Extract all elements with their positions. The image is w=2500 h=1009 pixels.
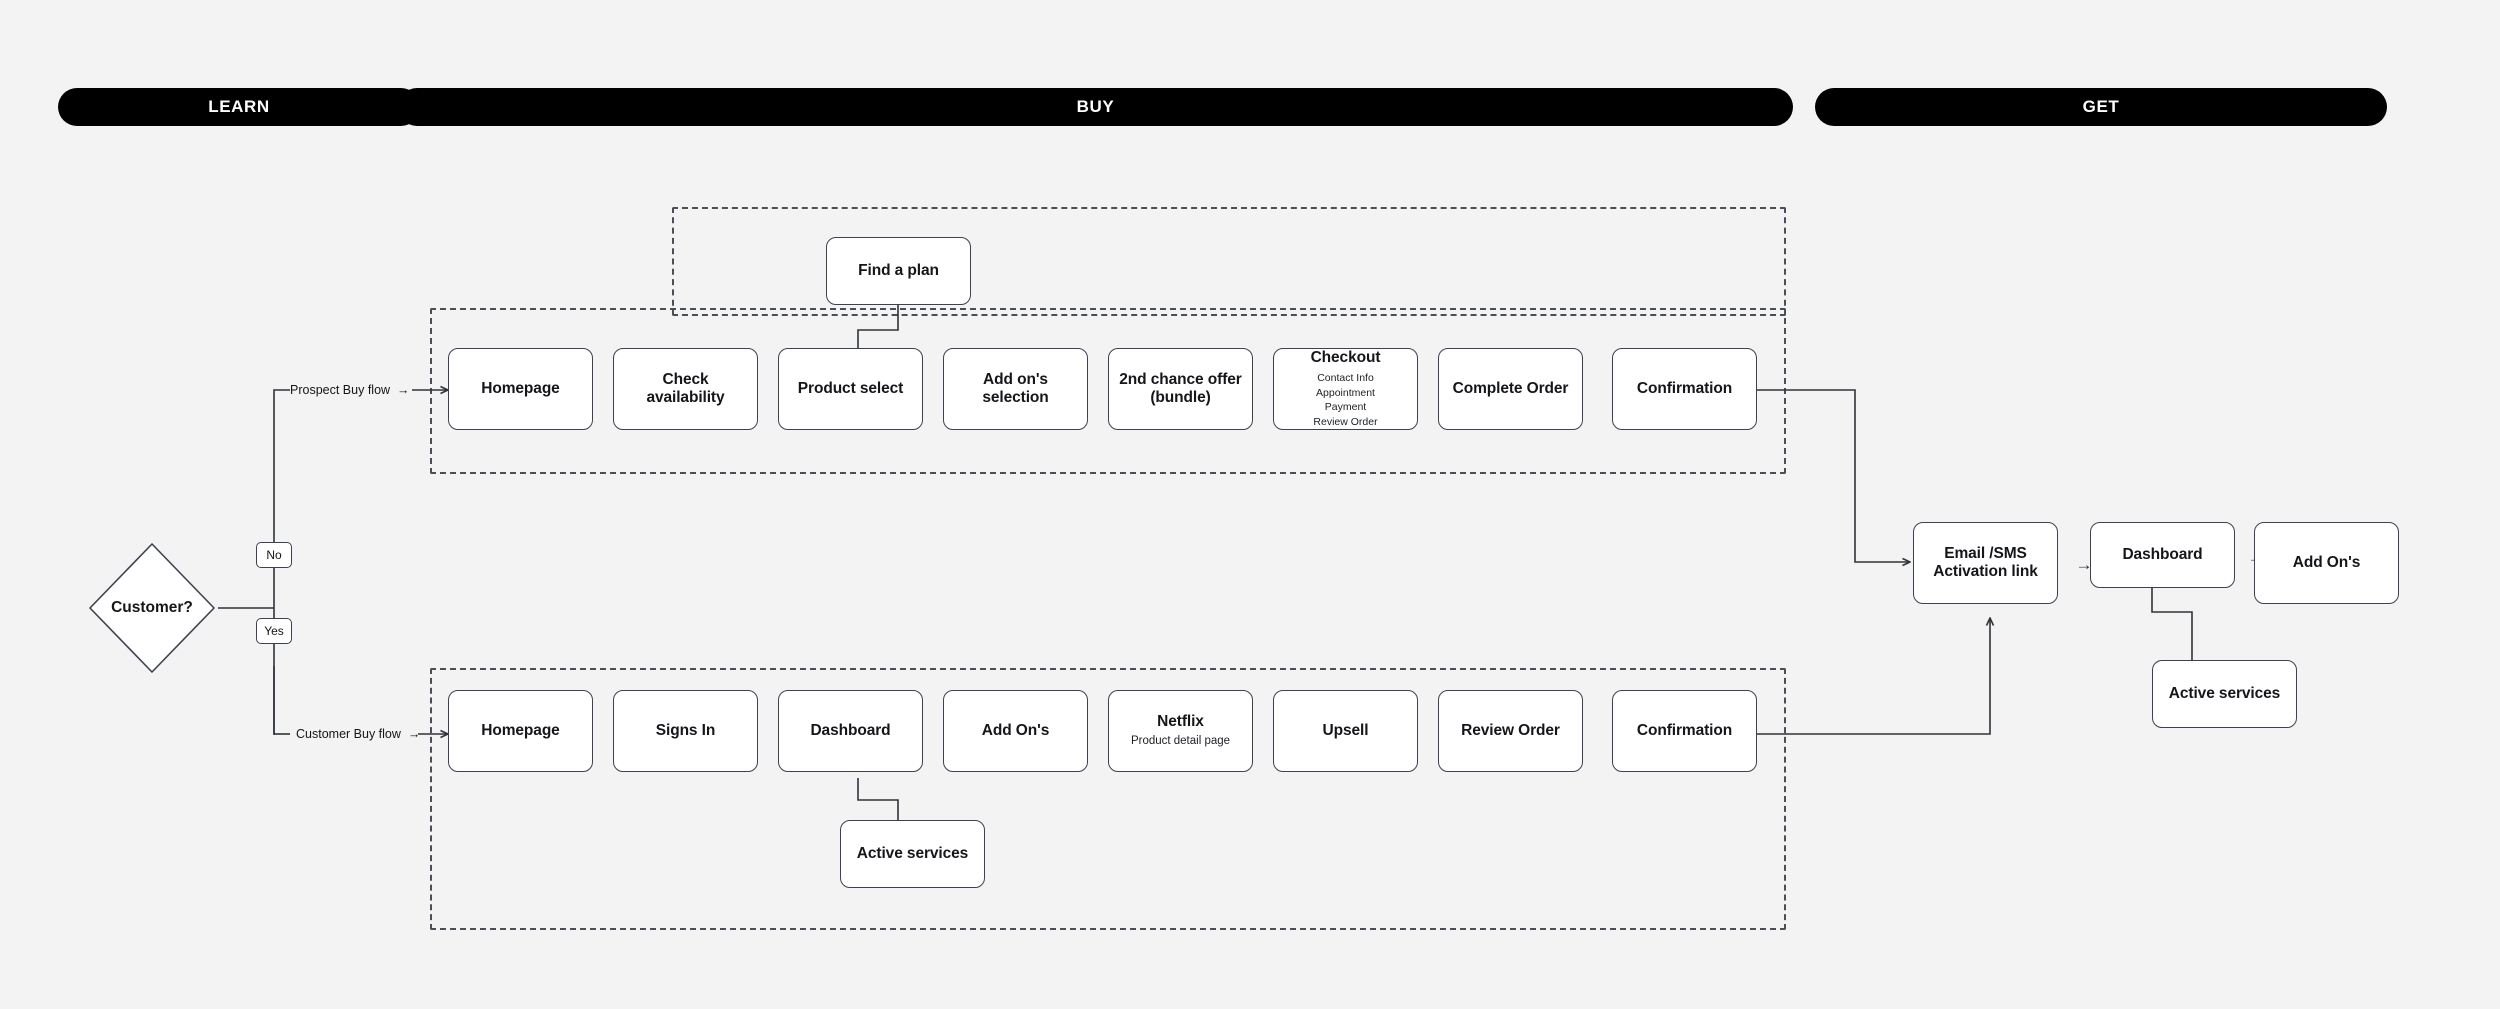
flow-label-customer-arrow-icon: → xyxy=(407,727,421,741)
node-prospect-2nd-chance-offer[interactable]: 2nd chance offer (bundle) xyxy=(1108,348,1253,430)
node-prospect-homepage[interactable]: Homepage xyxy=(448,348,593,430)
node-customer-upsell[interactable]: Upsell xyxy=(1273,690,1418,772)
checkout-item-payment: Payment xyxy=(1324,401,1367,414)
customer-buy-flow-region xyxy=(430,668,1786,930)
checkout-item-appointment: Appointment xyxy=(1316,386,1375,399)
node-customer-review-order-title: Review Order xyxy=(1461,721,1560,739)
node-get-add-ons[interactable]: Add On's xyxy=(2254,522,2399,604)
node-customer-dashboard-title: Dashboard xyxy=(810,721,891,739)
node-find-a-plan[interactable]: Find a plan xyxy=(826,237,971,305)
node-customer-add-ons-title: Add On's xyxy=(981,721,1050,739)
node-customer-confirmation[interactable]: Confirmation xyxy=(1612,690,1757,772)
node-customer-signs-in[interactable]: Signs In xyxy=(613,690,758,772)
node-prospect-add-ons-selection-title: Add on's selection xyxy=(982,370,1049,406)
phase-bar-buy[interactable]: BUY xyxy=(398,88,1793,126)
node-customer-add-ons[interactable]: Add On's xyxy=(943,690,1088,772)
node-prospect-product-select-title: Product select xyxy=(797,379,904,397)
node-prospect-check-availability-title: Check availability xyxy=(646,370,725,406)
node-customer-active-services[interactable]: Active services xyxy=(840,820,985,888)
node-prospect-confirmation-title: Confirmation xyxy=(1636,379,1733,397)
node-customer-upsell-title: Upsell xyxy=(1322,721,1369,739)
node-customer-confirmation-title: Confirmation xyxy=(1636,721,1733,739)
node-customer-netflix[interactable]: Netflix Product detail page xyxy=(1108,690,1253,772)
phase-bar-get-label: GET xyxy=(2082,97,2120,116)
node-customer-active-services-title: Active services xyxy=(856,844,969,862)
flow-label-prospect: Prospect Buy flow → xyxy=(290,381,410,399)
node-customer-signs-in-title: Signs In xyxy=(655,721,716,739)
branch-chip-yes[interactable]: Yes xyxy=(256,618,292,644)
decision-diamond-customer[interactable]: Customer? xyxy=(86,540,218,676)
node-prospect-check-availability[interactable]: Check availability xyxy=(613,348,758,430)
node-get-email-sms-activation-link-title: Email /SMS Activation link xyxy=(1933,544,2038,580)
node-prospect-2nd-chance-offer-title: 2nd chance offer (bundle) xyxy=(1119,370,1242,406)
branch-chip-no-label: No xyxy=(266,548,282,562)
branch-chip-no[interactable]: No xyxy=(256,542,292,568)
node-get-dashboard-title: Dashboard xyxy=(2122,545,2203,563)
node-customer-homepage[interactable]: Homepage xyxy=(448,690,593,772)
node-customer-netflix-subtitle: Product detail page xyxy=(1130,735,1231,748)
node-customer-homepage-title: Homepage xyxy=(481,721,560,739)
node-prospect-checkout-title: Checkout xyxy=(1310,348,1381,366)
phase-bar-learn-label: LEARN xyxy=(208,97,270,116)
flow-label-customer: Customer Buy flow → xyxy=(296,725,420,743)
node-customer-netflix-title: Netflix xyxy=(1157,712,1204,730)
node-get-add-ons-title: Add On's xyxy=(2292,553,2361,571)
flow-label-prospect-text: Prospect Buy flow xyxy=(290,383,391,397)
prospect-find-a-plan-region xyxy=(672,207,1786,316)
phase-bar-learn[interactable]: LEARN xyxy=(58,88,420,126)
node-customer-review-order[interactable]: Review Order xyxy=(1438,690,1583,772)
node-prospect-product-select[interactable]: Product select xyxy=(778,348,923,430)
arrow-get-1: → xyxy=(2075,554,2093,574)
node-get-active-services[interactable]: Active services xyxy=(2152,660,2297,728)
flow-label-prospect-arrow-icon: → xyxy=(397,383,410,397)
node-prospect-checkout[interactable]: Checkout Contact Info Appointment Paymen… xyxy=(1273,348,1418,430)
node-prospect-confirmation[interactable]: Confirmation xyxy=(1612,348,1757,430)
node-customer-dashboard[interactable]: Dashboard xyxy=(778,690,923,772)
node-find-a-plan-title: Find a plan xyxy=(858,261,939,279)
phase-bar-get[interactable]: GET xyxy=(1815,88,2387,126)
node-prospect-add-ons-selection[interactable]: Add on's selection xyxy=(943,348,1088,430)
node-get-active-services-title: Active services xyxy=(2168,684,2281,702)
node-get-dashboard[interactable]: Dashboard xyxy=(2090,522,2235,588)
branch-chip-yes-label: Yes xyxy=(264,624,284,638)
phase-bar-buy-label: BUY xyxy=(1076,97,1115,116)
checkout-item-review-order: Review Order xyxy=(1313,415,1378,428)
node-prospect-checkout-list: Contact Info Appointment Payment Review … xyxy=(1313,371,1377,429)
diamond-shape-icon xyxy=(89,543,215,673)
node-prospect-complete-order[interactable]: Complete Order xyxy=(1438,348,1583,430)
node-prospect-complete-order-title: Complete Order xyxy=(1452,379,1569,397)
checkout-item-contact-info: Contact Info xyxy=(1317,372,1374,385)
node-get-email-sms-activation-link[interactable]: Email /SMS Activation link xyxy=(1913,522,2058,604)
flow-label-customer-text: Customer Buy flow xyxy=(296,727,401,741)
node-prospect-homepage-title: Homepage xyxy=(481,379,560,397)
